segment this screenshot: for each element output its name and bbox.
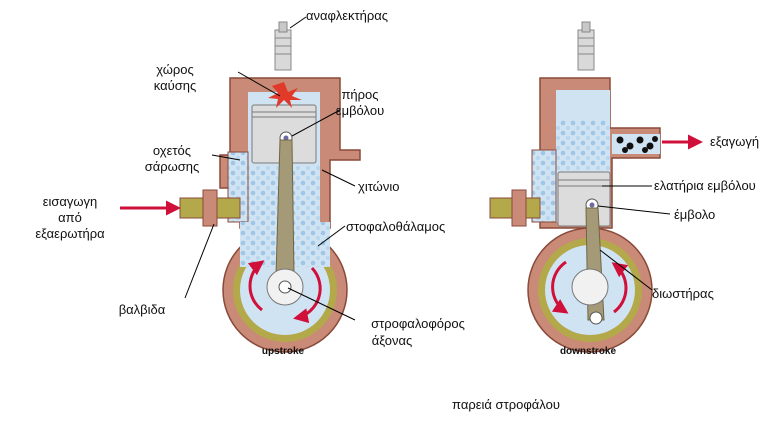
label-crank-web: παρειά στροφάλου <box>452 397 560 412</box>
label-piston: έμβολο <box>674 207 715 222</box>
label-combustion-chamber-line1: χώρος <box>156 62 194 77</box>
label-piston-pin-line1: πήρος <box>341 87 378 102</box>
caption-upstroke: upstroke <box>262 346 305 357</box>
label-piston-pin-line2: εμβόλου <box>336 103 384 118</box>
label-combustion-chamber-line2: καύσης <box>154 78 197 93</box>
label-connecting-rod: διωστήρας <box>652 286 714 301</box>
caption-downstroke: downstroke <box>560 346 617 357</box>
rotation-arrow-right-up <box>611 262 629 314</box>
spark-plug-left <box>274 21 292 71</box>
exhaust-particles <box>612 134 660 154</box>
label-intake-line3: εξαερωτήρα <box>35 226 105 241</box>
crank-disc-right <box>571 268 609 306</box>
label-intake-line1: εισαγωγη <box>43 194 98 209</box>
labels: αναφλεκτήρας χώρος καύσης πήρος εμβόλου … <box>35 8 759 412</box>
leader-lines <box>184 16 671 321</box>
label-transfer-port-line2: σάρωσης <box>145 159 200 174</box>
label-crankshaft-line2: άξονας <box>372 333 413 348</box>
engine-upstroke <box>120 21 361 353</box>
label-exhaust: εξαγωγή <box>710 134 759 149</box>
engine-downstroke <box>489 21 703 353</box>
label-spark-plug: αναφλεκτήρας <box>306 8 388 23</box>
label-transfer-port-line1: οχετός <box>153 143 191 158</box>
label-intake-line2: από <box>58 210 82 225</box>
label-valve: βαλβιδα <box>119 302 166 317</box>
label-crankcase: στοφαλοθάλαμος <box>346 219 445 234</box>
spark-plug-right <box>577 21 595 71</box>
label-piston-rings: ελατήρια εμβόλου <box>654 178 756 193</box>
label-crankshaft-line1: στροφαλοφόρος <box>371 316 465 331</box>
rotation-arrow-left-up <box>247 260 265 312</box>
combustion-flash <box>268 82 302 108</box>
rotation-arrow-right-down <box>551 260 569 314</box>
rotation-arrow-left-down <box>293 266 322 324</box>
label-cylinder-wall: χιτώνιο <box>358 179 399 194</box>
piston-right <box>557 171 611 227</box>
